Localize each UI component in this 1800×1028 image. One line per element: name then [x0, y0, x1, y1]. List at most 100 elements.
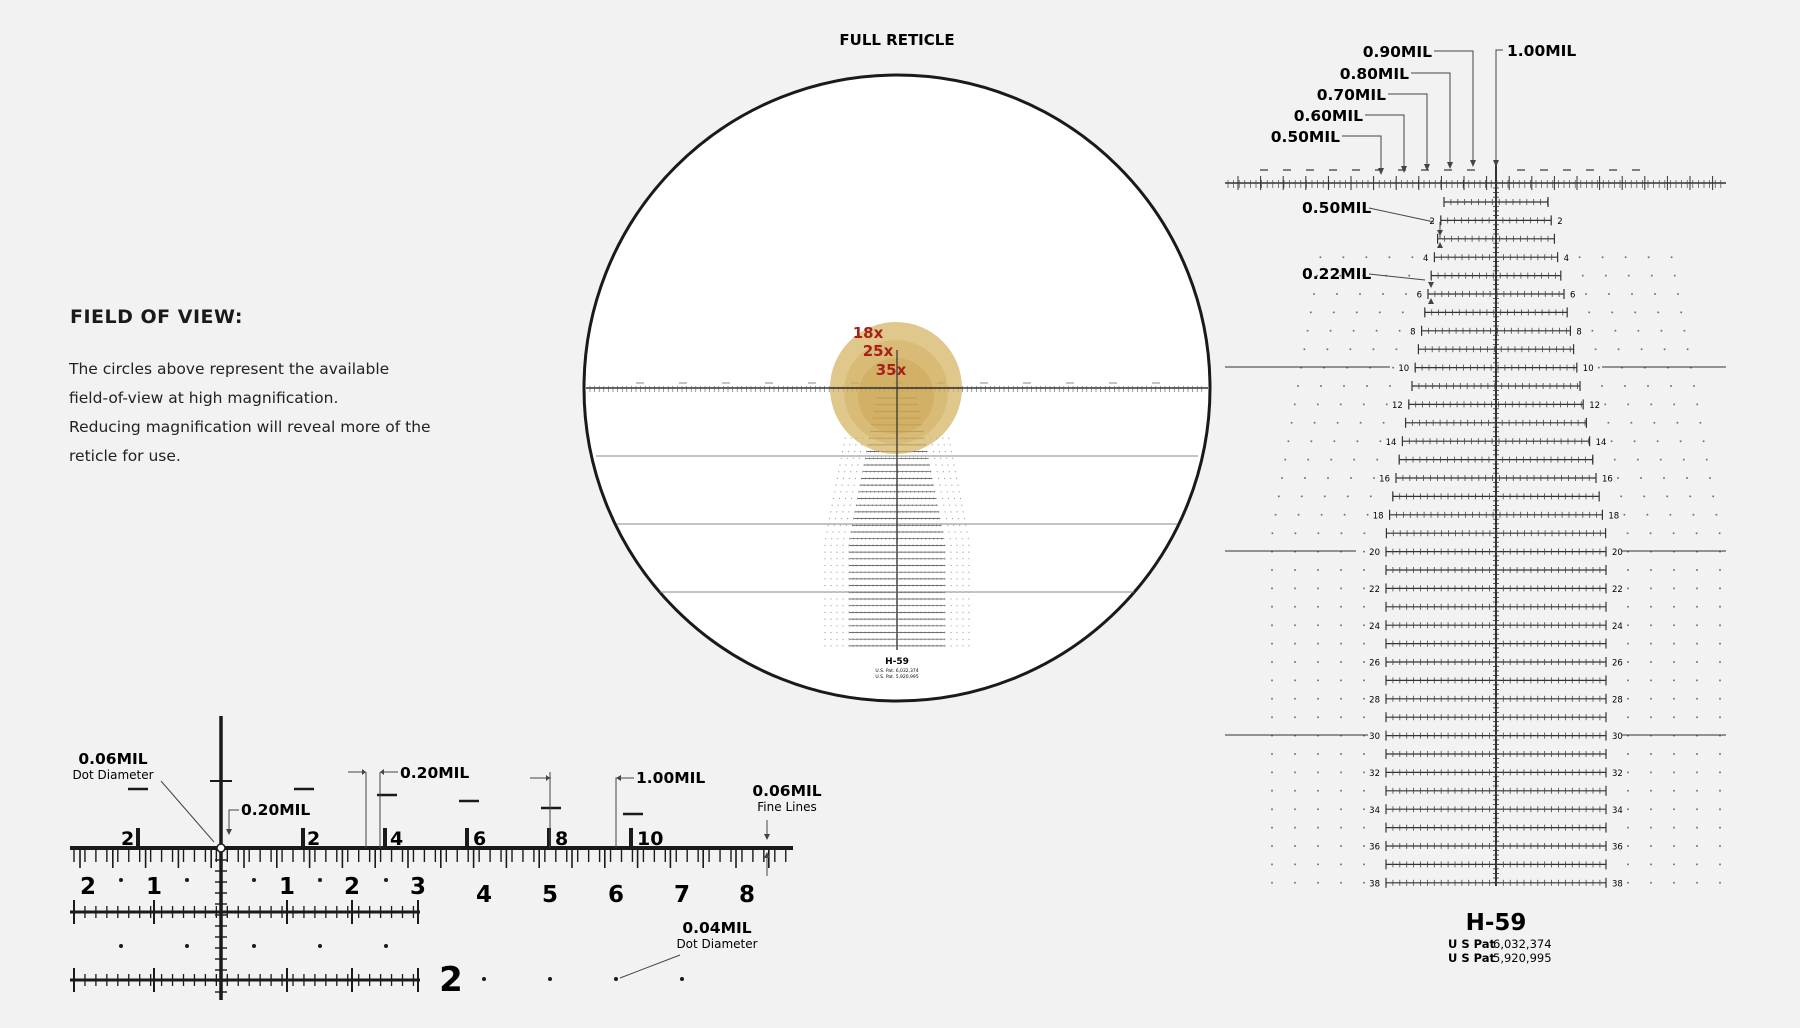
grid-dot — [1294, 679, 1296, 682]
grid-dot — [1673, 642, 1675, 645]
tree-dot — [842, 585, 844, 587]
tree-dot — [836, 585, 838, 587]
tree-dot — [959, 524, 961, 526]
tree-dot — [951, 518, 954, 520]
tree-dot — [824, 605, 826, 607]
grid-dot — [1649, 532, 1652, 535]
grid-dot — [1673, 808, 1675, 811]
bottom-stadia-bars — [128, 787, 643, 816]
tree-dot — [839, 524, 841, 526]
grid-dot — [1317, 771, 1319, 774]
grid-dot — [1294, 753, 1296, 755]
grid-dot — [1363, 771, 1365, 774]
tree-dot — [842, 638, 844, 640]
grid-dot — [1378, 311, 1381, 314]
upper-number: 6 — [473, 828, 486, 850]
tree-dot — [966, 531, 968, 533]
tree-dot — [842, 551, 844, 553]
tree-dot — [946, 457, 948, 459]
tree-dot — [935, 464, 937, 466]
reticle-dot — [384, 944, 388, 948]
grid-dot — [1389, 385, 1391, 387]
tree-dot — [956, 598, 958, 600]
tree-dot — [824, 551, 826, 553]
arrowhead — [380, 769, 384, 775]
tree-dot — [847, 518, 849, 520]
arrowhead — [1428, 298, 1434, 304]
grid-dot — [1333, 440, 1336, 443]
tree-dot — [842, 571, 844, 573]
grid-dot — [1294, 587, 1296, 590]
grid-dot — [1604, 403, 1607, 406]
grid-dot — [1696, 881, 1698, 884]
tree-dot — [847, 484, 849, 486]
fine-lines-label: 0.06MIL — [752, 782, 821, 800]
tree-dot — [968, 598, 970, 600]
row-number-left: 20 — [1369, 548, 1380, 558]
tree-dot — [947, 497, 950, 500]
grid-dot — [1696, 826, 1698, 829]
grid-dot — [1297, 513, 1300, 516]
tree-dot — [840, 491, 842, 493]
grid-dot — [1696, 679, 1698, 682]
tree-dot — [957, 518, 960, 520]
tree-dot — [824, 571, 826, 573]
grid-dot — [1271, 697, 1273, 700]
bottom-main-ticks — [73, 828, 787, 868]
tree-dot — [830, 625, 832, 627]
grid-dot — [1627, 845, 1629, 847]
grid-dot — [1696, 808, 1698, 811]
dot-diameter-sublabel: Dot Diameter — [72, 768, 153, 782]
tree-dot — [850, 497, 853, 500]
grid-dot — [1294, 881, 1296, 884]
grid-dot — [1294, 808, 1296, 811]
grid-dot — [1340, 661, 1342, 663]
grid-dot — [1363, 569, 1365, 571]
grid-dot — [1663, 348, 1666, 351]
grid-dot — [1633, 440, 1636, 443]
grid-dot — [1627, 716, 1629, 719]
grid-dot — [1401, 311, 1404, 314]
tree-dot — [841, 518, 843, 520]
grid-dot — [1696, 403, 1699, 406]
grid-dot — [1715, 513, 1718, 516]
grid-dot — [1317, 532, 1320, 535]
grid-dot — [1682, 458, 1685, 461]
tree-dot — [968, 551, 970, 553]
tree-dot — [824, 625, 826, 627]
tree-dot — [848, 451, 850, 453]
tree-dot — [961, 538, 963, 540]
tree-dot — [844, 437, 846, 439]
tree-dot — [841, 484, 843, 486]
grid-dot — [1654, 293, 1656, 295]
row-number-left: 14 — [1386, 438, 1397, 448]
grid-dot — [1363, 697, 1365, 700]
grid-dot — [1650, 661, 1652, 663]
tree-dot — [950, 631, 952, 634]
lower-number: 8 — [739, 882, 755, 908]
tree-dot — [961, 504, 963, 506]
grid-dot — [1323, 495, 1326, 498]
tree-dot — [962, 591, 964, 593]
grid-dot — [1719, 863, 1721, 866]
tree-dot — [950, 551, 952, 553]
row-number-left: 6 — [1417, 291, 1422, 301]
mag-label-35x: 35x — [876, 361, 907, 379]
mag-label-25x: 25x — [863, 342, 894, 360]
stadia-label-080: 0.80MIL — [1340, 65, 1409, 83]
grid-dot — [1392, 366, 1395, 369]
tree-dot — [830, 591, 832, 593]
grid-dot — [1363, 789, 1365, 792]
tree-dot — [824, 564, 826, 567]
tree-dot — [956, 511, 958, 513]
grid-dot — [1340, 863, 1342, 866]
grid-dot — [1294, 826, 1296, 829]
tree-dot — [956, 564, 958, 567]
tree-dot — [832, 531, 834, 533]
grid-dot — [1271, 679, 1273, 682]
tree-dot — [949, 444, 951, 446]
grid-dot — [1336, 421, 1339, 424]
grid-dot — [1659, 458, 1662, 461]
grid-dot — [1696, 642, 1698, 645]
